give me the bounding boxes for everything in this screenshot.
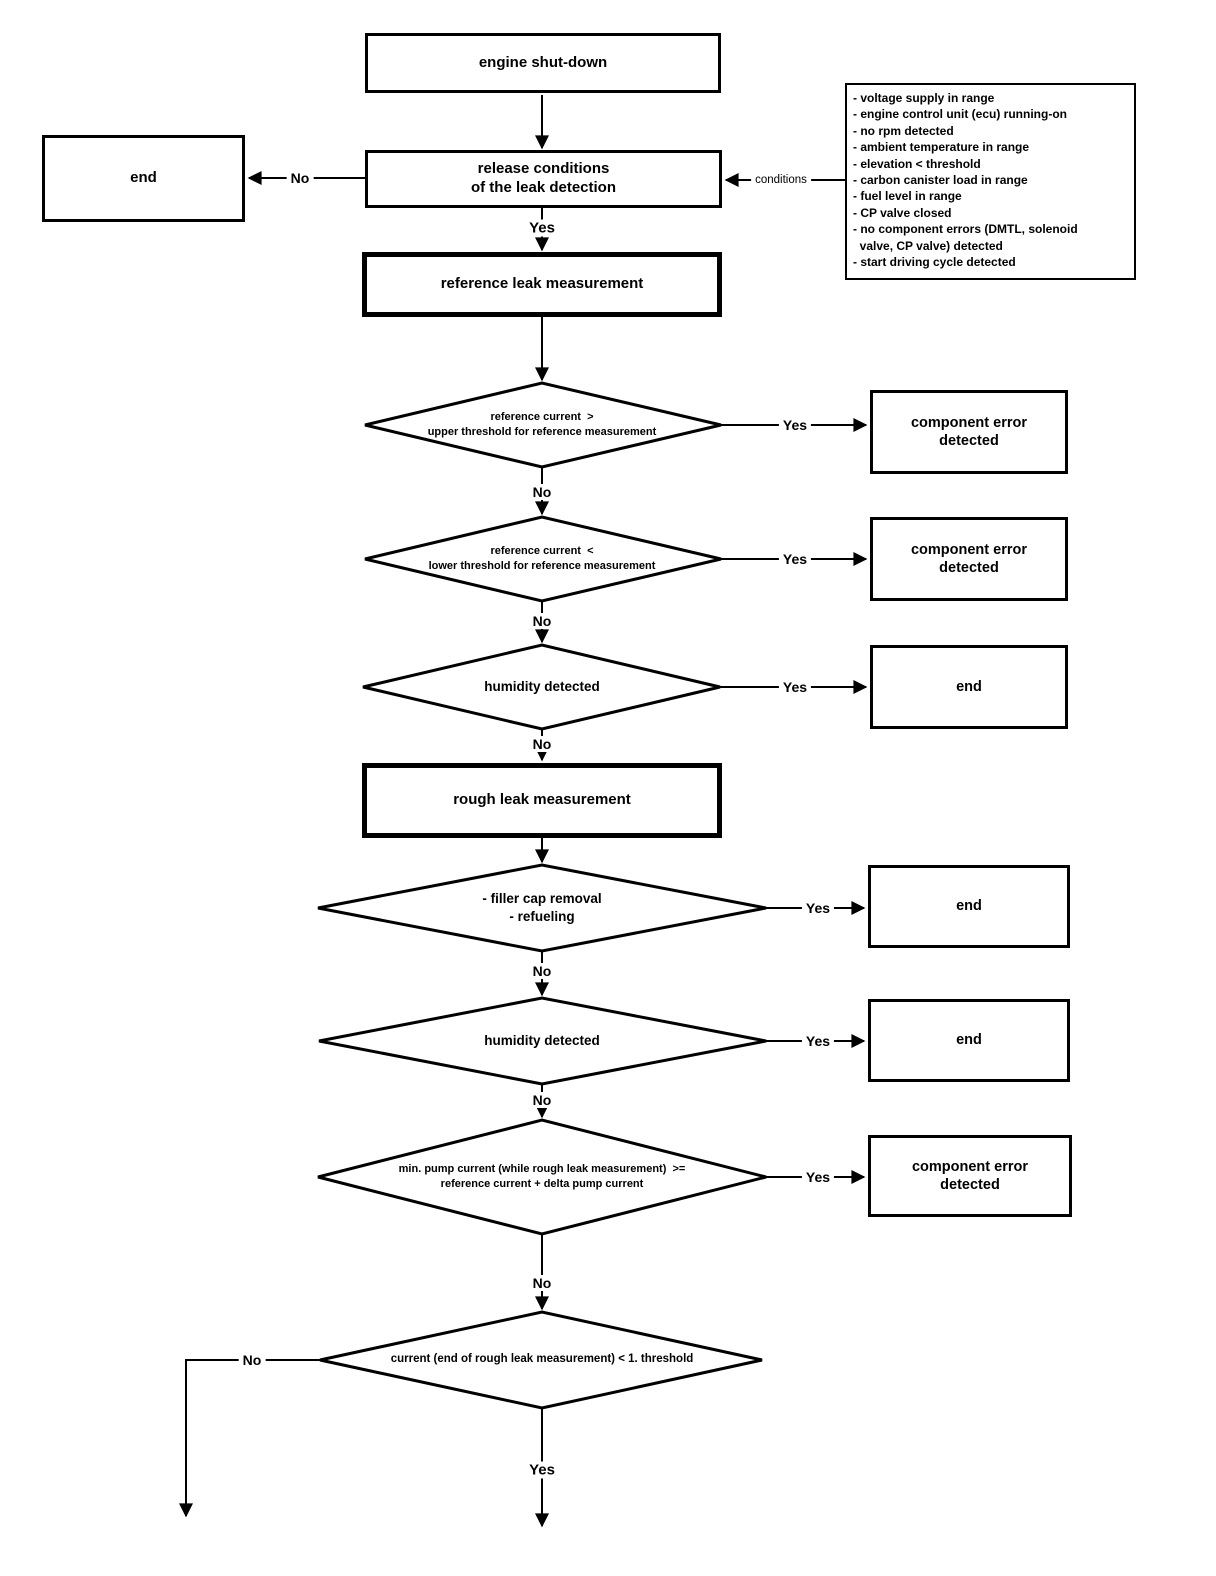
edge-label-no: No [528, 484, 556, 500]
decision-humidity-2-shape [318, 996, 767, 1086]
decision-ref-lower-label: reference current < lower threshold for … [428, 545, 656, 572]
edge-label-no: No [528, 736, 556, 752]
edge-label-yes: Yes [801, 1033, 835, 1049]
condition-item: - fuel level in range [853, 189, 962, 204]
decision-min-pump-shape [317, 1118, 767, 1236]
node-component-error-2: component error detected [870, 517, 1068, 601]
node-component-error-1: component error detected [870, 390, 1068, 474]
decision-humidity-1-shape [362, 643, 721, 731]
edge-label-yes: Yes [778, 551, 812, 567]
edge-label-yes: Yes [525, 219, 559, 237]
conditions-list-box: - voltage supply in range - engine contr… [845, 83, 1136, 280]
decision-humidity-2-label: humidity detected [484, 1032, 600, 1048]
condition-item: - engine control unit (ecu) running-on [853, 107, 1067, 122]
condition-item: - start driving cycle detected [853, 255, 1016, 270]
edge-label-yes: Yes [778, 679, 812, 695]
decision-ref-upper-shape [364, 381, 722, 469]
edge-label-no: No [528, 1092, 556, 1108]
node-engine-shutdown: engine shut-down [365, 33, 721, 93]
edge-label-yes: Yes [801, 900, 835, 916]
decision-filler-cap-shape [317, 863, 767, 953]
edge-label-conditions: conditions [751, 174, 811, 186]
node-component-error-3: component error detected [868, 1135, 1072, 1217]
decision-ref-upper-label: reference current > upper threshold for … [427, 411, 657, 438]
edge-label-no: No [238, 1352, 266, 1368]
edge-label-no: No [528, 1275, 556, 1291]
node-release-conditions: release conditions of the leak detection [365, 150, 722, 208]
node-rough-leak-measurement: rough leak measurement [362, 763, 722, 838]
edge-label-no: No [528, 613, 556, 629]
condition-item: - CP valve closed [853, 205, 952, 220]
condition-item: - no component errors (DMTL, solenoid va… [853, 222, 1078, 253]
node-reference-leak-measurement: reference leak measurement [362, 252, 722, 317]
node-end-1: end [870, 645, 1068, 729]
node-end-left: end [42, 135, 245, 222]
decision-min-pump-label: min. pump current (while rough leak meas… [398, 1163, 686, 1190]
decision-filler-cap-label: - filler cap removal - refueling [482, 890, 602, 924]
condition-item: - ambient temperature in range [853, 140, 1030, 155]
edge-label-yes: Yes [801, 1169, 835, 1185]
edge-label-yes: Yes [525, 1461, 559, 1479]
edge-label-yes: Yes [778, 417, 812, 433]
edge-label-no: No [528, 963, 556, 979]
decision-end-current-label: current (end of rough leak measurement) … [390, 1353, 694, 1366]
decision-humidity-1-label: humidity detected [484, 678, 600, 694]
node-end-3: end [868, 999, 1070, 1082]
decision-ref-lower-shape [364, 515, 722, 603]
condition-item: - no rpm detected [853, 123, 954, 138]
condition-item: - carbon canister load in range [853, 173, 1028, 188]
node-end-2: end [868, 865, 1070, 948]
condition-item: - elevation < threshold [853, 156, 981, 171]
decision-end-current-shape [319, 1310, 763, 1410]
condition-item: - voltage supply in range [853, 91, 995, 105]
edge-label-no: No [286, 170, 314, 186]
